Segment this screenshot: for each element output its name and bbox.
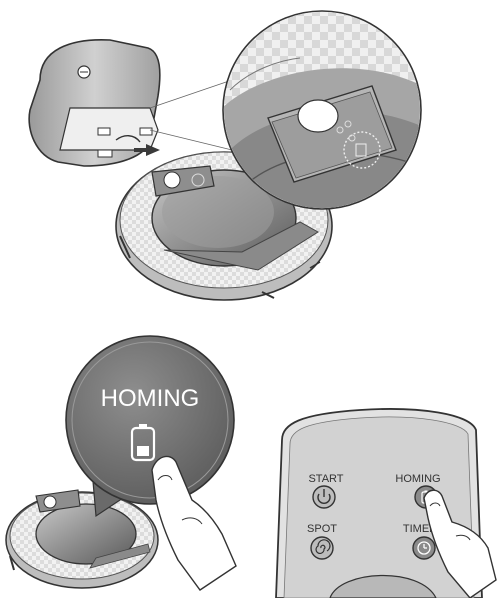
homing-label: HOMING xyxy=(395,473,440,485)
robot-cleaner-bottom xyxy=(6,490,158,588)
homing-bubble-label: HOMING xyxy=(101,385,200,412)
spot-label: SPOT xyxy=(307,523,337,535)
start-label: START xyxy=(308,473,343,485)
leader-lines xyxy=(150,80,232,150)
docking-station xyxy=(29,40,160,166)
spot-button[interactable] xyxy=(311,537,333,559)
timer-button[interactable] xyxy=(413,537,435,559)
start-button[interactable] xyxy=(313,486,335,508)
homing-bubble xyxy=(66,336,234,504)
